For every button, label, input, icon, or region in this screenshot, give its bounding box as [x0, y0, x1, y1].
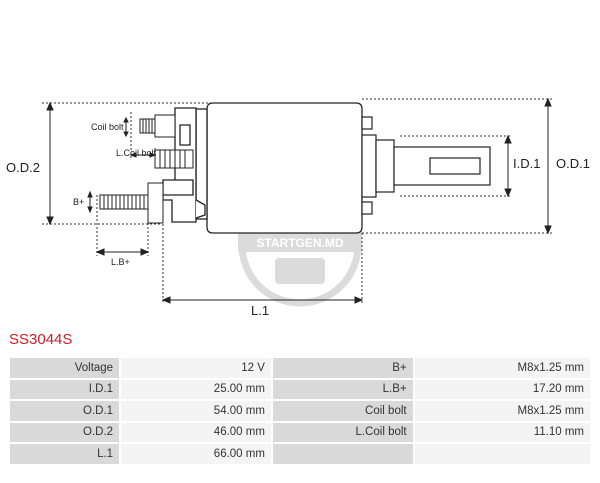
spec-label: O.D.1 [10, 401, 120, 421]
l1-label: L.1 [251, 303, 269, 318]
spec-value: 46.00 mm [121, 422, 271, 442]
spec-label: I.D.1 [10, 379, 120, 399]
dimension-arrows [46, 97, 552, 304]
spec-value: 66.00 mm [121, 444, 271, 464]
solenoid-technical-drawing: STARTGEN.MD [6, 97, 590, 318]
l-b-plus-label: L.B+ [111, 257, 130, 267]
table-row: O.D.2 46.00 mm L.Coil bolt 11.10 mm [10, 422, 590, 442]
spec-value: 17.20 mm [414, 379, 590, 399]
spec-label: L.1 [10, 444, 120, 464]
specification-table: Voltage 12 V B+ M8x1.25 mm I.D.1 25.00 m… [8, 356, 592, 466]
spec-label: O.D.2 [10, 422, 120, 442]
id1-label: I.D.1 [513, 156, 540, 171]
spec-value: M8x1.25 mm [414, 401, 590, 421]
spec-value: 11.10 mm [414, 422, 590, 442]
table-row: Voltage 12 V B+ M8x1.25 mm [10, 358, 590, 378]
spec-label [272, 444, 413, 464]
spec-value: 12 V [121, 358, 271, 378]
part-code-title: SS3044S [9, 331, 73, 348]
watermark-text: STARTGEN.MD [256, 236, 343, 250]
spec-label: Voltage [10, 358, 120, 378]
spec-label: L.Coil bolt [272, 422, 413, 442]
spec-label: B+ [272, 358, 413, 378]
spec-label: Coil bolt [272, 401, 413, 421]
b-plus-label: B+ [73, 197, 84, 207]
coil-bolt-terminal [139, 114, 194, 169]
spec-value: M8x1.25 mm [414, 358, 590, 378]
spec-value: 25.00 mm [121, 379, 271, 399]
od1-label: O.D.1 [556, 156, 590, 171]
l-coil-bolt-label: L.Coil bolt [116, 148, 157, 158]
table-row: I.D.1 25.00 mm L.B+ 17.20 mm [10, 379, 590, 399]
spec-value: 54.00 mm [121, 401, 271, 421]
table-row: O.D.1 54.00 mm Coil bolt M8x1.25 mm [10, 401, 590, 421]
coil-bolt-label: Coil bolt [91, 122, 124, 132]
od2-label: O.D.2 [6, 160, 40, 175]
plunger-assembly [361, 116, 491, 215]
b-plus-terminal [99, 182, 164, 224]
spec-label: L.B+ [272, 379, 413, 399]
table-row: L.1 66.00 mm [10, 444, 590, 464]
spec-value [414, 444, 590, 464]
